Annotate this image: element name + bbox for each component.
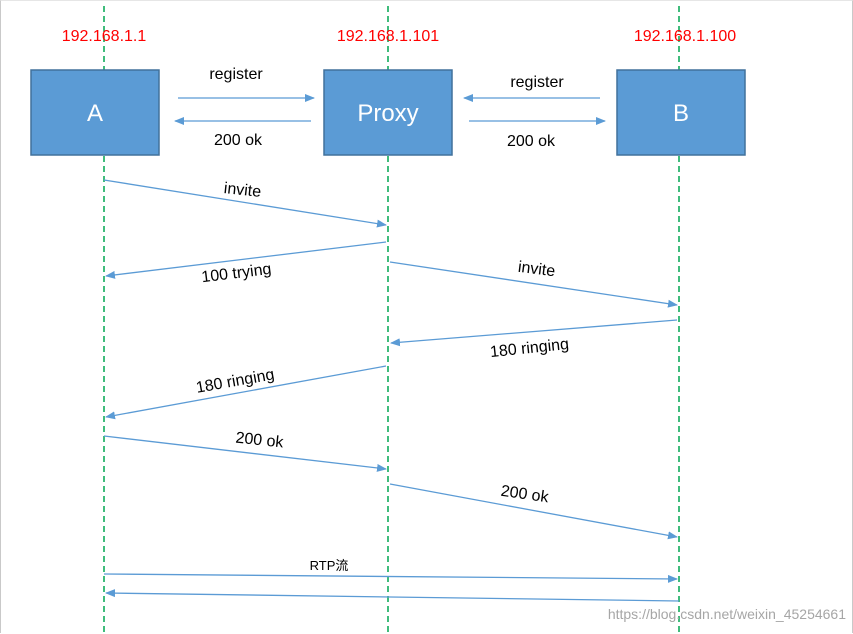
arrow-trying-proxy-a (105, 241, 387, 279)
label-200ok-2: 200 ok (500, 483, 551, 507)
node-box-b (616, 69, 746, 156)
node-label-proxy: Proxy (357, 100, 418, 127)
label-200ok-1: 200 ok (235, 430, 286, 452)
ip-label-proxy: 192.168.1.101 (337, 28, 439, 45)
label-rtp: RTP流 (310, 558, 349, 573)
arrow-ringing-b-proxy (390, 319, 678, 347)
node-box-a (30, 69, 160, 156)
label-invite-2: invite (517, 259, 556, 280)
node-label-b: B (673, 100, 689, 127)
arrow-invite-proxy-b (389, 261, 678, 308)
label-register-a: register (209, 66, 263, 83)
ip-label-b: 192.168.1.100 (634, 28, 736, 45)
arrow-rtp-b-a (105, 589, 680, 602)
watermark: https://blog.csdn.net/weixin_45254661 (608, 606, 846, 622)
arrow-ringing-proxy-a (105, 365, 387, 420)
arrow-200ok-proxy-b (389, 483, 678, 540)
arrow-200ok-a-proxy (103, 435, 387, 472)
label-200ok-a: 200 ok (214, 132, 263, 149)
label-register-b: register (510, 74, 564, 91)
ip-label-a: 192.168.1.1 (62, 28, 147, 45)
node-label-a: A (87, 100, 103, 127)
arrow-rtp-a-b (103, 573, 678, 583)
label-ringing-1: 180 ringing (489, 336, 570, 361)
label-trying: 100 trying (201, 261, 273, 286)
label-ringing-2: 180 ringing (195, 366, 276, 396)
label-200ok-b: 200 ok (507, 133, 556, 150)
arrow-invite-a-proxy (103, 179, 387, 228)
node-box-proxy (323, 69, 453, 156)
label-invite-1: invite (223, 180, 262, 201)
